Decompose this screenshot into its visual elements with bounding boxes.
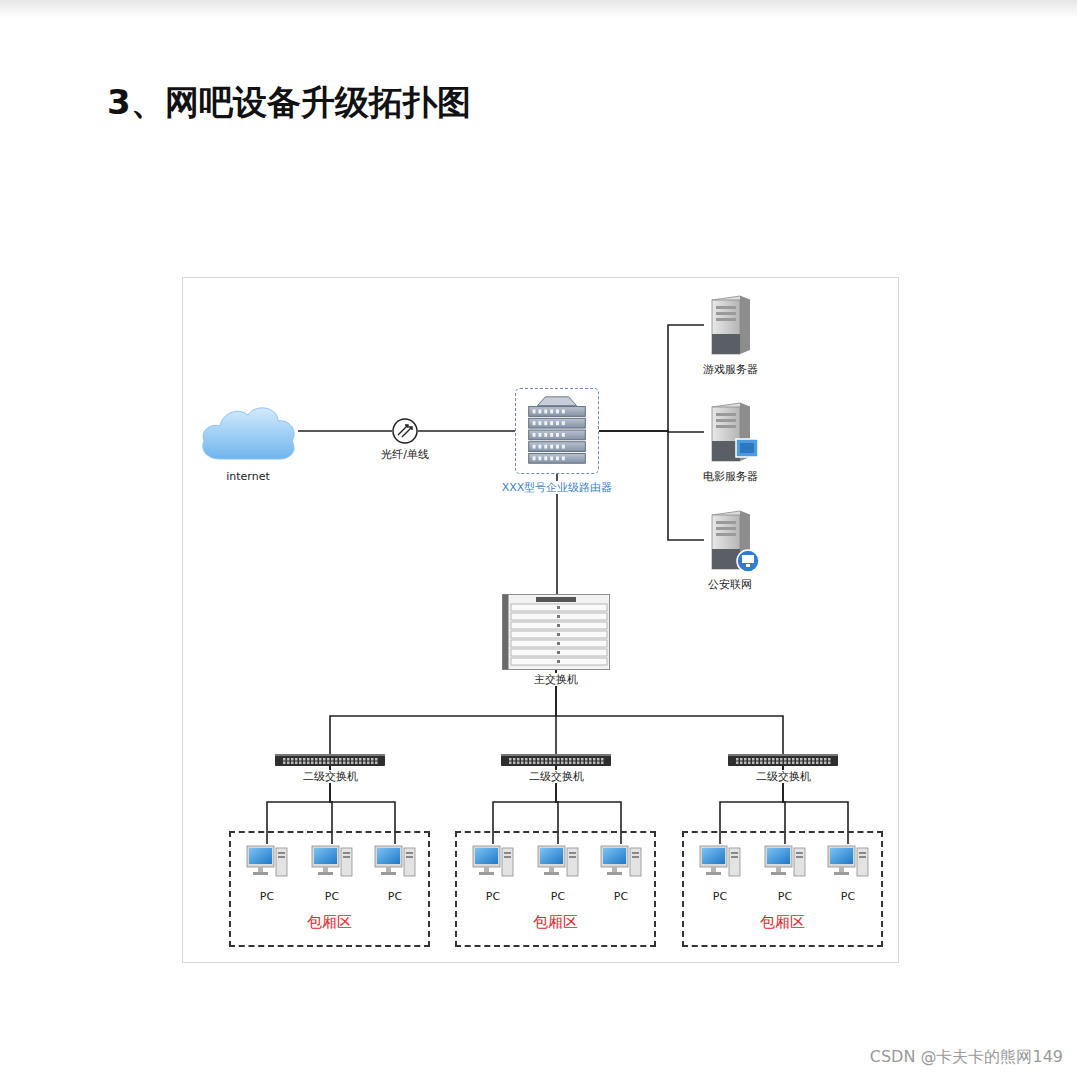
device-label: 电影服务器 [701, 470, 760, 483]
pc-icon [245, 844, 289, 878]
pc-icon [599, 844, 643, 878]
cloud-icon [198, 401, 298, 461]
serverPolice-icon [704, 509, 756, 571]
network-link [298, 430, 392, 432]
device-node: PC [698, 844, 742, 878]
device-label: 二级交换机 [527, 770, 586, 783]
device-label: PC [323, 890, 341, 903]
fiber-icon [392, 418, 418, 444]
device-node: 公安联网 [704, 509, 756, 571]
device-node: PC [599, 844, 643, 878]
network-link [330, 670, 556, 754]
room-zone: 包厢区 PC PC PC [229, 831, 430, 947]
zone-label: 包厢区 [684, 913, 881, 931]
device-node: 主交换机 [502, 594, 610, 670]
device-node: PC [763, 844, 807, 878]
zone-label: 包厢区 [231, 913, 428, 931]
room-zone: 包厢区 PC PC PC [682, 831, 883, 947]
device-node: 二级交换机 [501, 754, 611, 766]
device-label: 二级交换机 [754, 770, 813, 783]
device-node: PC [536, 844, 580, 878]
zone-label: 包厢区 [457, 913, 654, 931]
device-node: 二级交换机 [728, 754, 838, 766]
diagram-frame [183, 278, 899, 963]
device-node: 光纤/单线 [392, 418, 418, 444]
device-label: PC [484, 890, 502, 903]
device-label: 游戏服务器 [701, 363, 760, 376]
device-node: PC [245, 844, 289, 878]
sw-icon [501, 754, 611, 766]
device-label: XXX型号企业级路由器 [500, 481, 615, 494]
device-node: internet [198, 401, 298, 461]
device-label: PC [711, 890, 729, 903]
device-node: PC [471, 844, 515, 878]
sw-icon [275, 754, 385, 766]
device-node: 二级交换机 [275, 754, 385, 766]
page-title: 3、网吧设备升级拓扑图 [107, 80, 471, 126]
server-icon [704, 294, 756, 356]
network-link [599, 431, 704, 540]
device-label: 光纤/单线 [379, 448, 431, 461]
device-node: XXX型号企业级路由器 [515, 388, 599, 474]
device-node: PC [826, 844, 870, 878]
pc-icon [763, 844, 807, 878]
network-link [418, 430, 515, 432]
device-node: 电影服务器 [704, 401, 756, 463]
watermark: CSDN @卡夫卡的熊网149 [870, 1047, 1063, 1068]
pc-icon [536, 844, 580, 878]
device-label: 主交换机 [532, 673, 580, 686]
device-label: PC [386, 890, 404, 903]
pc-icon [698, 844, 742, 878]
network-link [599, 325, 704, 431]
pc-icon [310, 844, 354, 878]
sw-icon [728, 754, 838, 766]
device-label: internet [224, 470, 272, 483]
device-label: PC [258, 890, 276, 903]
network-link [556, 670, 783, 754]
pc-icon [826, 844, 870, 878]
device-label: 公安联网 [706, 578, 754, 591]
main-icon [502, 594, 610, 670]
device-label: PC [612, 890, 630, 903]
device-node: PC [310, 844, 354, 878]
router-icon [516, 389, 598, 473]
pc-icon [373, 844, 417, 878]
device-label: PC [776, 890, 794, 903]
pc-icon [471, 844, 515, 878]
device-label: 二级交换机 [301, 770, 360, 783]
device-node: PC [373, 844, 417, 878]
device-label: PC [839, 890, 857, 903]
device-node: 游戏服务器 [704, 294, 756, 356]
serverFilm-icon [704, 401, 756, 463]
room-zone: 包厢区 PC PC PC [455, 831, 656, 947]
device-label: PC [549, 890, 567, 903]
top-shade [0, 0, 1077, 18]
